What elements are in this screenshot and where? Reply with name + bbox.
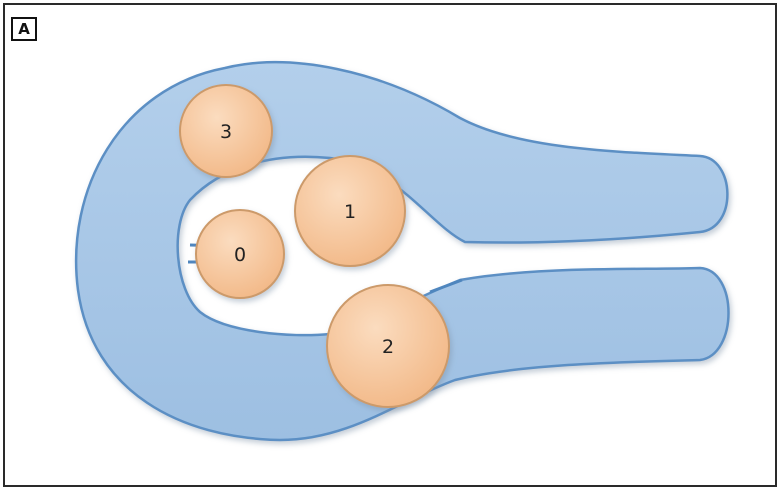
ball-label: 1 bbox=[344, 201, 356, 223]
ball-1: 1 bbox=[295, 156, 405, 266]
ball-3: 3 bbox=[180, 85, 272, 177]
ball-2: 2 bbox=[327, 285, 449, 407]
ball-label: 3 bbox=[220, 121, 232, 143]
ball-label: 0 bbox=[234, 244, 246, 266]
ball-label: 2 bbox=[382, 336, 394, 358]
ball-0: 0 bbox=[196, 210, 284, 298]
